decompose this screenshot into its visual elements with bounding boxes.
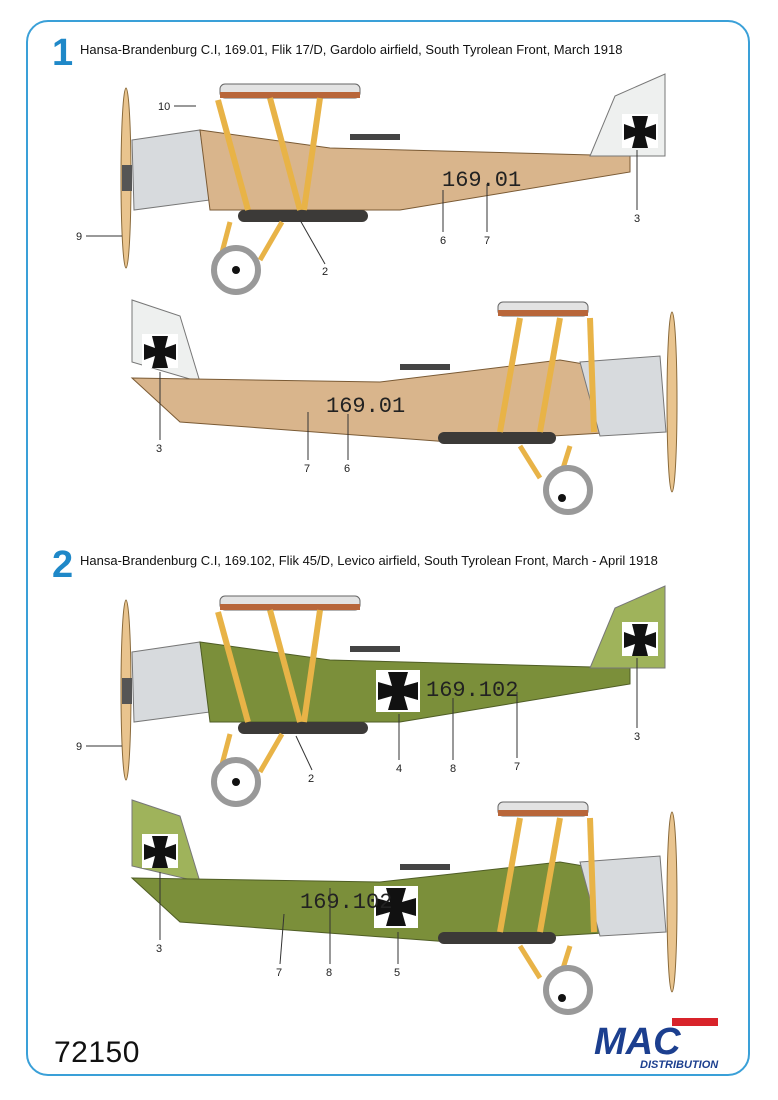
profile-1-left-view: 169.01 10 9 2 6 7 3 <box>76 73 666 295</box>
mac-distribution-logo: MAC DISTRIBUTION <box>594 1018 719 1071</box>
callout-2: 2 <box>308 773 314 785</box>
profile-2-left-view: 169.102 9 2 4 8 7 3 <box>76 585 666 807</box>
callout-5: 5 <box>394 967 400 979</box>
section-1-title: Hansa-Brandenburg C.I, 169.01, Flik 17/D… <box>80 42 623 57</box>
callout-7: 7 <box>304 463 310 475</box>
logo-sub-text: DISTRIBUTION <box>640 1059 719 1071</box>
profile-1-left-serial: 169.01 <box>442 168 521 193</box>
callout-6: 6 <box>344 463 350 475</box>
callout-3: 3 <box>634 731 640 743</box>
section-2-title: Hansa-Brandenburg C.I, 169.102, Flik 45/… <box>80 553 658 568</box>
callout-3: 3 <box>634 213 640 225</box>
sheet-border <box>26 20 750 1076</box>
callout-9: 9 <box>76 231 82 243</box>
callout-8: 8 <box>450 763 456 775</box>
callout-9: 9 <box>76 741 82 753</box>
product-code: 72150 <box>54 1036 140 1069</box>
callout-4: 4 <box>396 763 402 775</box>
callout-8: 8 <box>326 967 332 979</box>
profile-2-right-view: 169.102 3 7 8 5 <box>130 799 678 1015</box>
logo-main-text: MAC <box>594 1021 681 1063</box>
callout-10: 10 <box>158 101 170 113</box>
profile-1-right-serial: 169.01 <box>326 394 405 419</box>
section-2-number: 2 <box>52 544 74 586</box>
callout-7: 7 <box>484 235 490 247</box>
section-1-number: 1 <box>52 32 74 74</box>
profile-2-right-serial: 169.102 <box>300 890 392 915</box>
callout-2: 2 <box>322 266 328 278</box>
callout-3: 3 <box>156 943 162 955</box>
profile-1-right-view: 169.01 3 7 6 <box>130 299 678 515</box>
profile-2-left-serial: 169.102 <box>426 678 518 703</box>
callout-7: 7 <box>276 967 282 979</box>
callout-6: 6 <box>440 235 446 247</box>
callout-7: 7 <box>514 761 520 773</box>
callout-3: 3 <box>156 443 162 455</box>
